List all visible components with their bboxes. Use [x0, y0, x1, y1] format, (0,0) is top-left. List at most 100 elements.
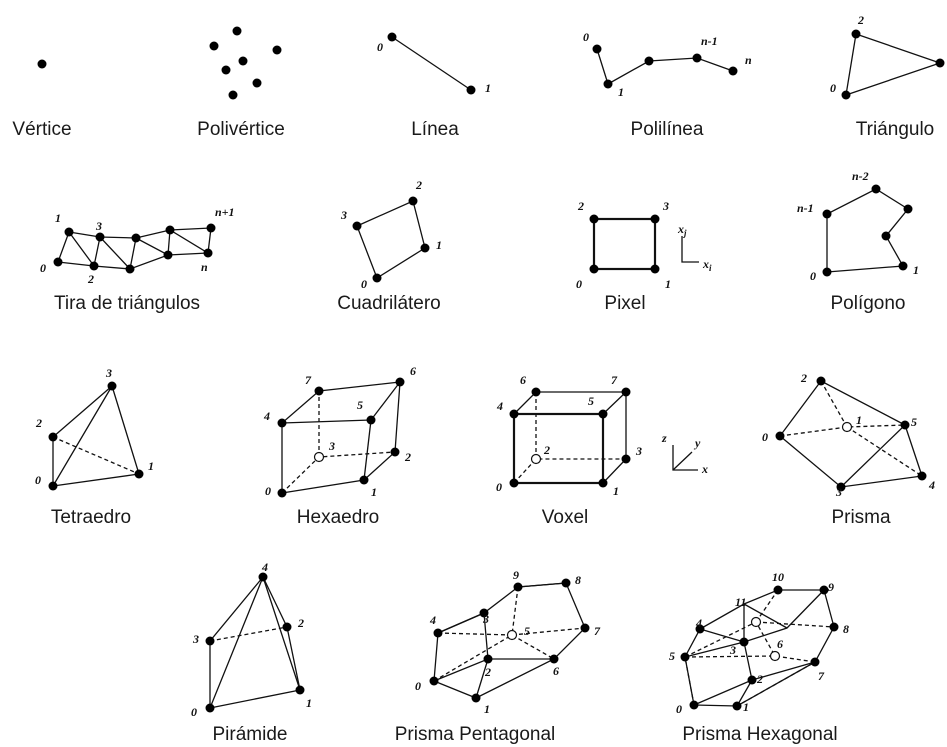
vertex-point — [366, 415, 376, 425]
vertex-point — [277, 418, 287, 428]
vertex-point — [429, 676, 439, 686]
vertex-point — [819, 585, 829, 595]
cell-label: Triángulo — [856, 119, 935, 140]
vertex-point — [125, 264, 135, 274]
vertex-point-hidden — [841, 421, 853, 433]
vertex-point — [589, 214, 599, 224]
vertex-label: 0 — [810, 269, 816, 283]
vertex-point — [203, 248, 213, 258]
vertex-label: 3 — [340, 208, 347, 222]
vertex-label: 4 — [263, 409, 270, 423]
vertex-point — [390, 447, 400, 457]
vertex-label: 1 — [371, 485, 377, 499]
axis-label-y: y — [693, 436, 701, 450]
vertex-point — [747, 675, 757, 685]
cell-label: Hexaedro — [297, 507, 379, 528]
vertex-label: 6 — [777, 637, 783, 651]
cell-label: Cuadrilátero — [337, 293, 441, 314]
vertex-label: 1 — [306, 696, 312, 710]
vertex-point — [509, 478, 519, 488]
vertex-label: n — [745, 53, 752, 67]
cell-vertice: Vértice — [12, 59, 72, 140]
vertex-point — [728, 66, 738, 76]
vertex-point — [37, 59, 47, 69]
vertex-point — [64, 227, 74, 237]
vertex-label: 1 — [148, 459, 154, 473]
vertex-point — [816, 376, 826, 386]
vertex-label: 4 — [928, 478, 935, 492]
vertex-point — [773, 585, 783, 595]
vertex-label: 2 — [577, 199, 584, 213]
vertex-point — [252, 78, 262, 88]
vertex-point — [689, 700, 699, 710]
vertex-label: 1 — [913, 263, 919, 277]
vertex-label: n — [201, 260, 208, 274]
vertex-label: 1 — [665, 277, 671, 291]
cell-label: Prisma — [831, 507, 891, 528]
vertex-point — [163, 250, 173, 260]
vertex-label: 6 — [553, 664, 559, 678]
vertex-label: 5 — [669, 649, 675, 663]
vertex-point — [48, 432, 58, 442]
vertex-point — [935, 58, 945, 68]
cell-triangulo: 0 2 Triángulo — [830, 13, 945, 140]
vertex-point — [95, 232, 105, 242]
vertex-point — [580, 623, 590, 633]
vertex-point — [903, 204, 913, 214]
vertex-label: 5 — [357, 398, 363, 412]
vertex-point — [871, 184, 881, 194]
cell-pixel: 0 1 2 3 xj xi Pixel — [576, 199, 712, 314]
vertex-point — [549, 654, 559, 664]
vertex-label: 7 — [594, 624, 601, 638]
vertex-point — [739, 637, 749, 647]
vertex-label: 1 — [485, 81, 491, 95]
cell-hexaedro: 0 1 2 3 4 5 6 7 Hexaedro — [263, 364, 416, 528]
vertex-label: 2 — [857, 13, 864, 27]
vertex-point — [822, 209, 832, 219]
vertex-point — [732, 701, 742, 711]
vertex-point — [621, 387, 631, 397]
vertex-point — [598, 409, 608, 419]
vertex-point — [134, 469, 144, 479]
vertex-label: 4 — [261, 560, 268, 574]
cell-label: Polilínea — [631, 119, 704, 140]
vertex-point — [900, 420, 910, 430]
vertex-point — [621, 454, 631, 464]
cell-prisma: 0 1 2 3 4 5 Prisma — [762, 371, 935, 528]
axis-label-xi: xi — [702, 257, 712, 273]
vertex-point — [372, 273, 382, 283]
vertex-point — [53, 257, 63, 267]
vertex-point-hidden — [530, 453, 542, 465]
vertex-point — [205, 703, 215, 713]
vertex-point — [898, 261, 908, 271]
vertex-label: 3 — [662, 199, 669, 213]
strip-vertices — [53, 223, 216, 274]
cell-label: Tetraedro — [51, 507, 131, 528]
vertex-label: n+1 — [215, 205, 235, 219]
cell-label: Prisma Hexagonal — [682, 724, 837, 745]
vertex-label: 3 — [192, 632, 199, 646]
cell-label: Voxel — [542, 507, 588, 528]
vertex-label: 10 — [772, 570, 784, 584]
vertex-label: 0 — [583, 30, 589, 44]
vertex-point — [598, 478, 608, 488]
cell-voxel: 0 1 2 3 4 5 6 7 z y x Voxel — [496, 373, 708, 528]
vertex-point — [420, 243, 430, 253]
vertex-point — [387, 32, 397, 42]
vertex-label: 2 — [756, 672, 763, 686]
vertex-point — [232, 26, 242, 36]
vertex-label: 1 — [618, 85, 624, 99]
vertex-point — [209, 41, 219, 51]
cell-label: Prisma Pentagonal — [395, 724, 556, 745]
vertex-label: 1 — [743, 700, 749, 714]
vertex-point — [695, 624, 705, 634]
vertex-label: 2 — [404, 450, 411, 464]
vertex-point — [295, 685, 305, 695]
vertex-label: 4 — [496, 399, 503, 413]
vertex-label: 0 — [377, 40, 383, 54]
pixel-axes: xj xi — [677, 222, 712, 273]
vertex-label: 8 — [843, 622, 849, 636]
vertex-point — [48, 481, 58, 491]
vertex-point — [466, 85, 476, 95]
vertex-label: 1 — [856, 413, 862, 427]
